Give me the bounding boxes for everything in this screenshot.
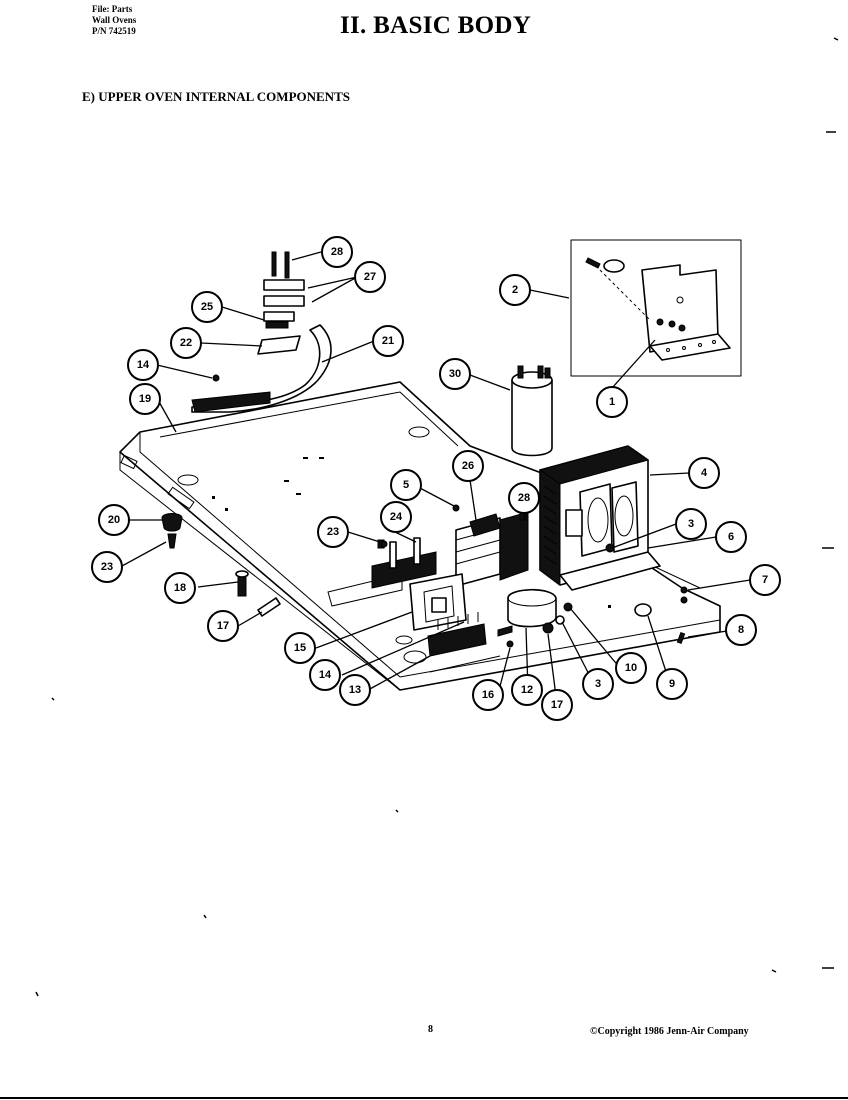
callout-17-right: 17 xyxy=(541,689,573,721)
callout-label: 26 xyxy=(462,460,474,472)
callout-8: 8 xyxy=(725,614,757,646)
callout-7: 7 xyxy=(749,564,781,596)
callout-16: 16 xyxy=(472,679,504,711)
callout-label: 19 xyxy=(139,393,151,405)
callout-label: 14 xyxy=(137,359,150,371)
callout-label: 27 xyxy=(364,271,376,283)
callout-label: 16 xyxy=(482,689,494,701)
terminal-block xyxy=(427,612,487,657)
callout-26: 26 xyxy=(452,450,484,482)
callout-4: 4 xyxy=(688,457,720,489)
callout-12: 12 xyxy=(511,674,543,706)
callout-1: 1 xyxy=(596,386,628,418)
callout-28-middle: 28 xyxy=(508,482,540,514)
file-line-3: P/N 742519 xyxy=(92,26,136,36)
callout-30: 30 xyxy=(439,358,471,390)
page-number: 8 xyxy=(428,1024,433,1035)
callout-label: 4 xyxy=(701,467,708,479)
callout-label: 15 xyxy=(294,642,306,654)
callout-label: 23 xyxy=(101,561,113,573)
capacitor xyxy=(511,365,553,457)
callout-20: 20 xyxy=(98,504,130,536)
callout-3-lower: 3 xyxy=(582,668,614,700)
section-subtitle: E) UPPER OVEN INTERNAL COMPONENTS xyxy=(82,89,350,104)
inset-bracket-view xyxy=(570,239,742,377)
copyright-notice: ©Copyright 1986 Jenn-Air Company xyxy=(590,1026,749,1037)
callout-24: 24 xyxy=(380,501,412,533)
callout-label: 22 xyxy=(180,337,192,349)
callout-label: 3 xyxy=(688,518,694,530)
callout-6: 6 xyxy=(715,521,747,553)
callout-23-middle: 23 xyxy=(317,516,349,548)
callout-label: 18 xyxy=(174,582,186,594)
heat-sink-assembly xyxy=(452,504,529,587)
callout-19: 19 xyxy=(129,383,161,415)
callout-label: 13 xyxy=(349,684,361,696)
bottom-border xyxy=(0,1097,848,1099)
callout-15: 15 xyxy=(284,632,316,664)
scan-marks xyxy=(35,37,839,997)
callout-10: 10 xyxy=(615,652,647,684)
callout-18: 18 xyxy=(164,572,196,604)
callout-label: 30 xyxy=(449,368,461,380)
callout-14-top: 14 xyxy=(127,349,159,381)
thermostat-bracket xyxy=(191,324,332,413)
high-voltage-transformer xyxy=(538,445,661,591)
callout-label: 28 xyxy=(518,492,530,504)
callout-label: 6 xyxy=(728,531,734,543)
file-line-1: File: Parts xyxy=(92,4,133,14)
callout-2: 2 xyxy=(499,274,531,306)
callout-21: 21 xyxy=(372,325,404,357)
low-voltage-transformer xyxy=(409,573,467,631)
callout-22: 22 xyxy=(170,327,202,359)
callout-label: 3 xyxy=(595,678,601,690)
callout-3-upper: 3 xyxy=(675,508,707,540)
callout-25: 25 xyxy=(191,291,223,323)
callout-17-left: 17 xyxy=(207,610,239,642)
callout-label: 23 xyxy=(327,526,339,538)
file-info: File: Parts Wall Ovens P/N 742519 xyxy=(92,4,136,37)
callout-23-left: 23 xyxy=(91,551,123,583)
leader-lines xyxy=(121,251,751,705)
thermal-fuse-assembly xyxy=(497,588,573,637)
callout-label: 12 xyxy=(521,684,533,696)
callout-13: 13 xyxy=(339,674,371,706)
callout-label: 14 xyxy=(319,669,332,681)
callout-label: 10 xyxy=(625,662,637,674)
callout-label: 24 xyxy=(390,511,403,523)
callout-27: 27 xyxy=(354,261,386,293)
file-line-2: Wall Ovens xyxy=(92,15,137,25)
callout-5: 5 xyxy=(390,469,422,501)
callout-label: 17 xyxy=(217,620,229,632)
callout-label: 9 xyxy=(669,678,675,690)
callout-9: 9 xyxy=(656,668,688,700)
callout-label: 28 xyxy=(331,246,343,258)
switch-stack xyxy=(263,251,305,329)
callout-label: 21 xyxy=(382,335,394,347)
callout-label: 8 xyxy=(738,624,744,636)
callout-label: 25 xyxy=(201,301,213,313)
hardware-parts xyxy=(161,374,688,648)
callout-label: 1 xyxy=(609,396,615,408)
callout-14-bottom: 14 xyxy=(309,659,341,691)
callout-label: 7 xyxy=(762,574,768,586)
page-title: II. BASIC BODY xyxy=(340,12,532,39)
callout-label: 5 xyxy=(403,479,409,491)
callout-label: 2 xyxy=(512,284,518,296)
callout-label: 17 xyxy=(551,699,563,711)
callout-label: 20 xyxy=(108,514,120,526)
callout-28-top: 28 xyxy=(321,236,353,268)
